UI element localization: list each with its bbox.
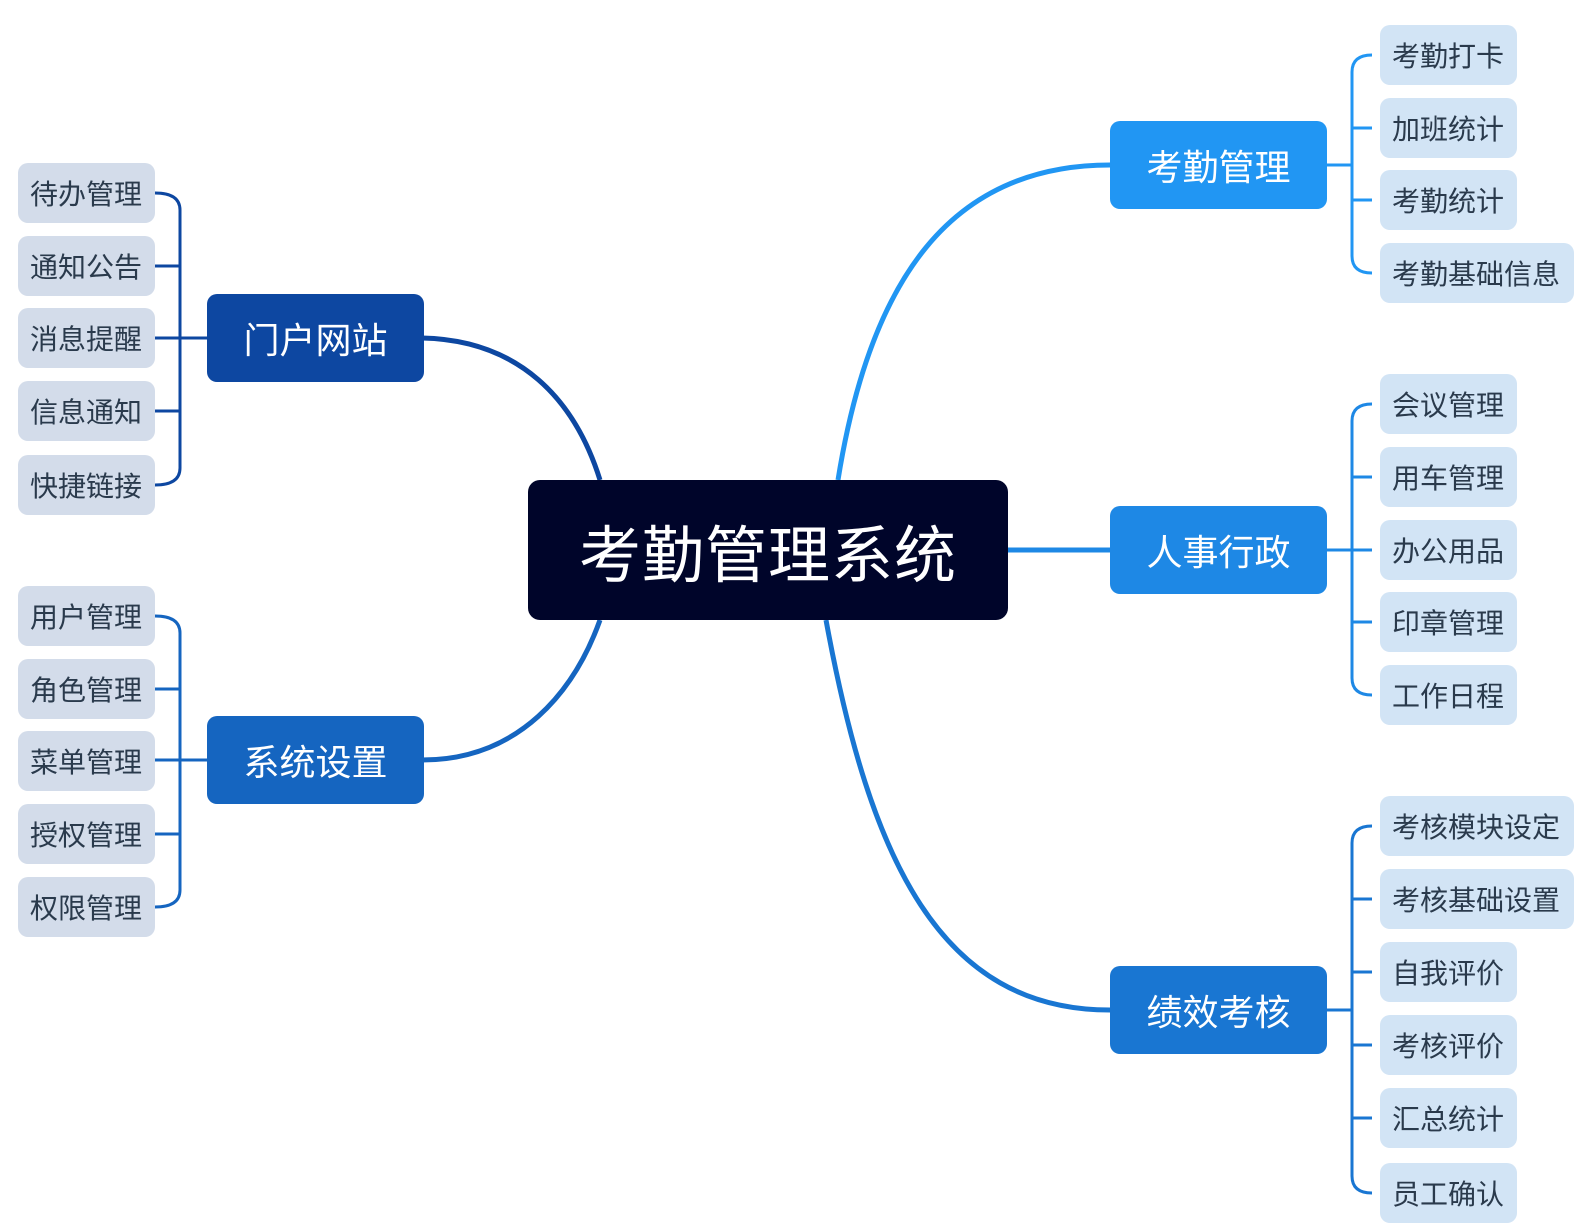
connector-center-perf xyxy=(823,619,1111,1013)
leaf-message-reminders[interactable]: 消息提醒 xyxy=(18,308,155,368)
branch-portal-site[interactable]: 门户网站 xyxy=(207,294,424,382)
leaf-work-schedule[interactable]: 工作日程 xyxy=(1380,665,1517,725)
leaf-user-management[interactable]: 用户管理 xyxy=(18,586,155,646)
leaf-overtime-stats[interactable]: 加班统计 xyxy=(1380,98,1517,158)
branch-system-settings[interactable]: 系统设置 xyxy=(207,716,424,804)
leaf-summary-stats[interactable]: 汇总统计 xyxy=(1380,1088,1517,1148)
branch-attendance-management[interactable]: 考勤管理 xyxy=(1110,121,1327,209)
leaf-permission-management[interactable]: 权限管理 xyxy=(18,877,155,937)
leaf-menu-management[interactable]: 菜单管理 xyxy=(18,731,155,791)
leaf-seal-management[interactable]: 印章管理 xyxy=(1380,592,1517,652)
leaf-attendance-basic-info[interactable]: 考勤基础信息 xyxy=(1380,243,1574,303)
connector-center-attendance xyxy=(835,162,1111,481)
leaf-notices-announcements[interactable]: 通知公告 xyxy=(18,236,155,296)
leaf-vehicle-management[interactable]: 用车管理 xyxy=(1380,447,1517,507)
connector-center-system xyxy=(421,619,603,763)
leaf-review-basic-settings[interactable]: 考核基础设置 xyxy=(1380,869,1574,929)
leaf-role-management[interactable]: 角色管理 xyxy=(18,659,155,719)
bracket-attendance xyxy=(1327,53,1373,275)
central-topic[interactable]: 考勤管理系统 xyxy=(528,480,1008,620)
leaf-attendance-stats[interactable]: 考勤统计 xyxy=(1380,170,1517,230)
connector-center-portal xyxy=(421,335,603,481)
leaf-review-evaluation[interactable]: 考核评价 xyxy=(1380,1015,1517,1075)
leaf-quick-links[interactable]: 快捷链接 xyxy=(18,455,155,515)
leaf-meeting-management[interactable]: 会议管理 xyxy=(1380,374,1517,434)
leaf-self-evaluation[interactable]: 自我评价 xyxy=(1380,942,1517,1002)
leaf-attendance-clock-in[interactable]: 考勤打卡 xyxy=(1380,25,1517,85)
branch-performance-review[interactable]: 绩效考核 xyxy=(1110,966,1327,1054)
branch-hr-administration[interactable]: 人事行政 xyxy=(1110,506,1327,594)
leaf-todo-management[interactable]: 待办管理 xyxy=(18,163,155,223)
leaf-info-notifications[interactable]: 信息通知 xyxy=(18,381,155,441)
bracket-system xyxy=(154,614,207,909)
leaf-review-module-setup[interactable]: 考核模块设定 xyxy=(1380,796,1574,856)
leaf-authorization-management[interactable]: 授权管理 xyxy=(18,804,155,864)
bracket-portal xyxy=(154,191,207,487)
bracket-hr xyxy=(1327,402,1373,697)
leaf-employee-confirmation[interactable]: 员工确认 xyxy=(1380,1163,1517,1223)
leaf-office-supplies[interactable]: 办公用品 xyxy=(1380,520,1517,580)
bracket-perf xyxy=(1327,824,1373,1195)
